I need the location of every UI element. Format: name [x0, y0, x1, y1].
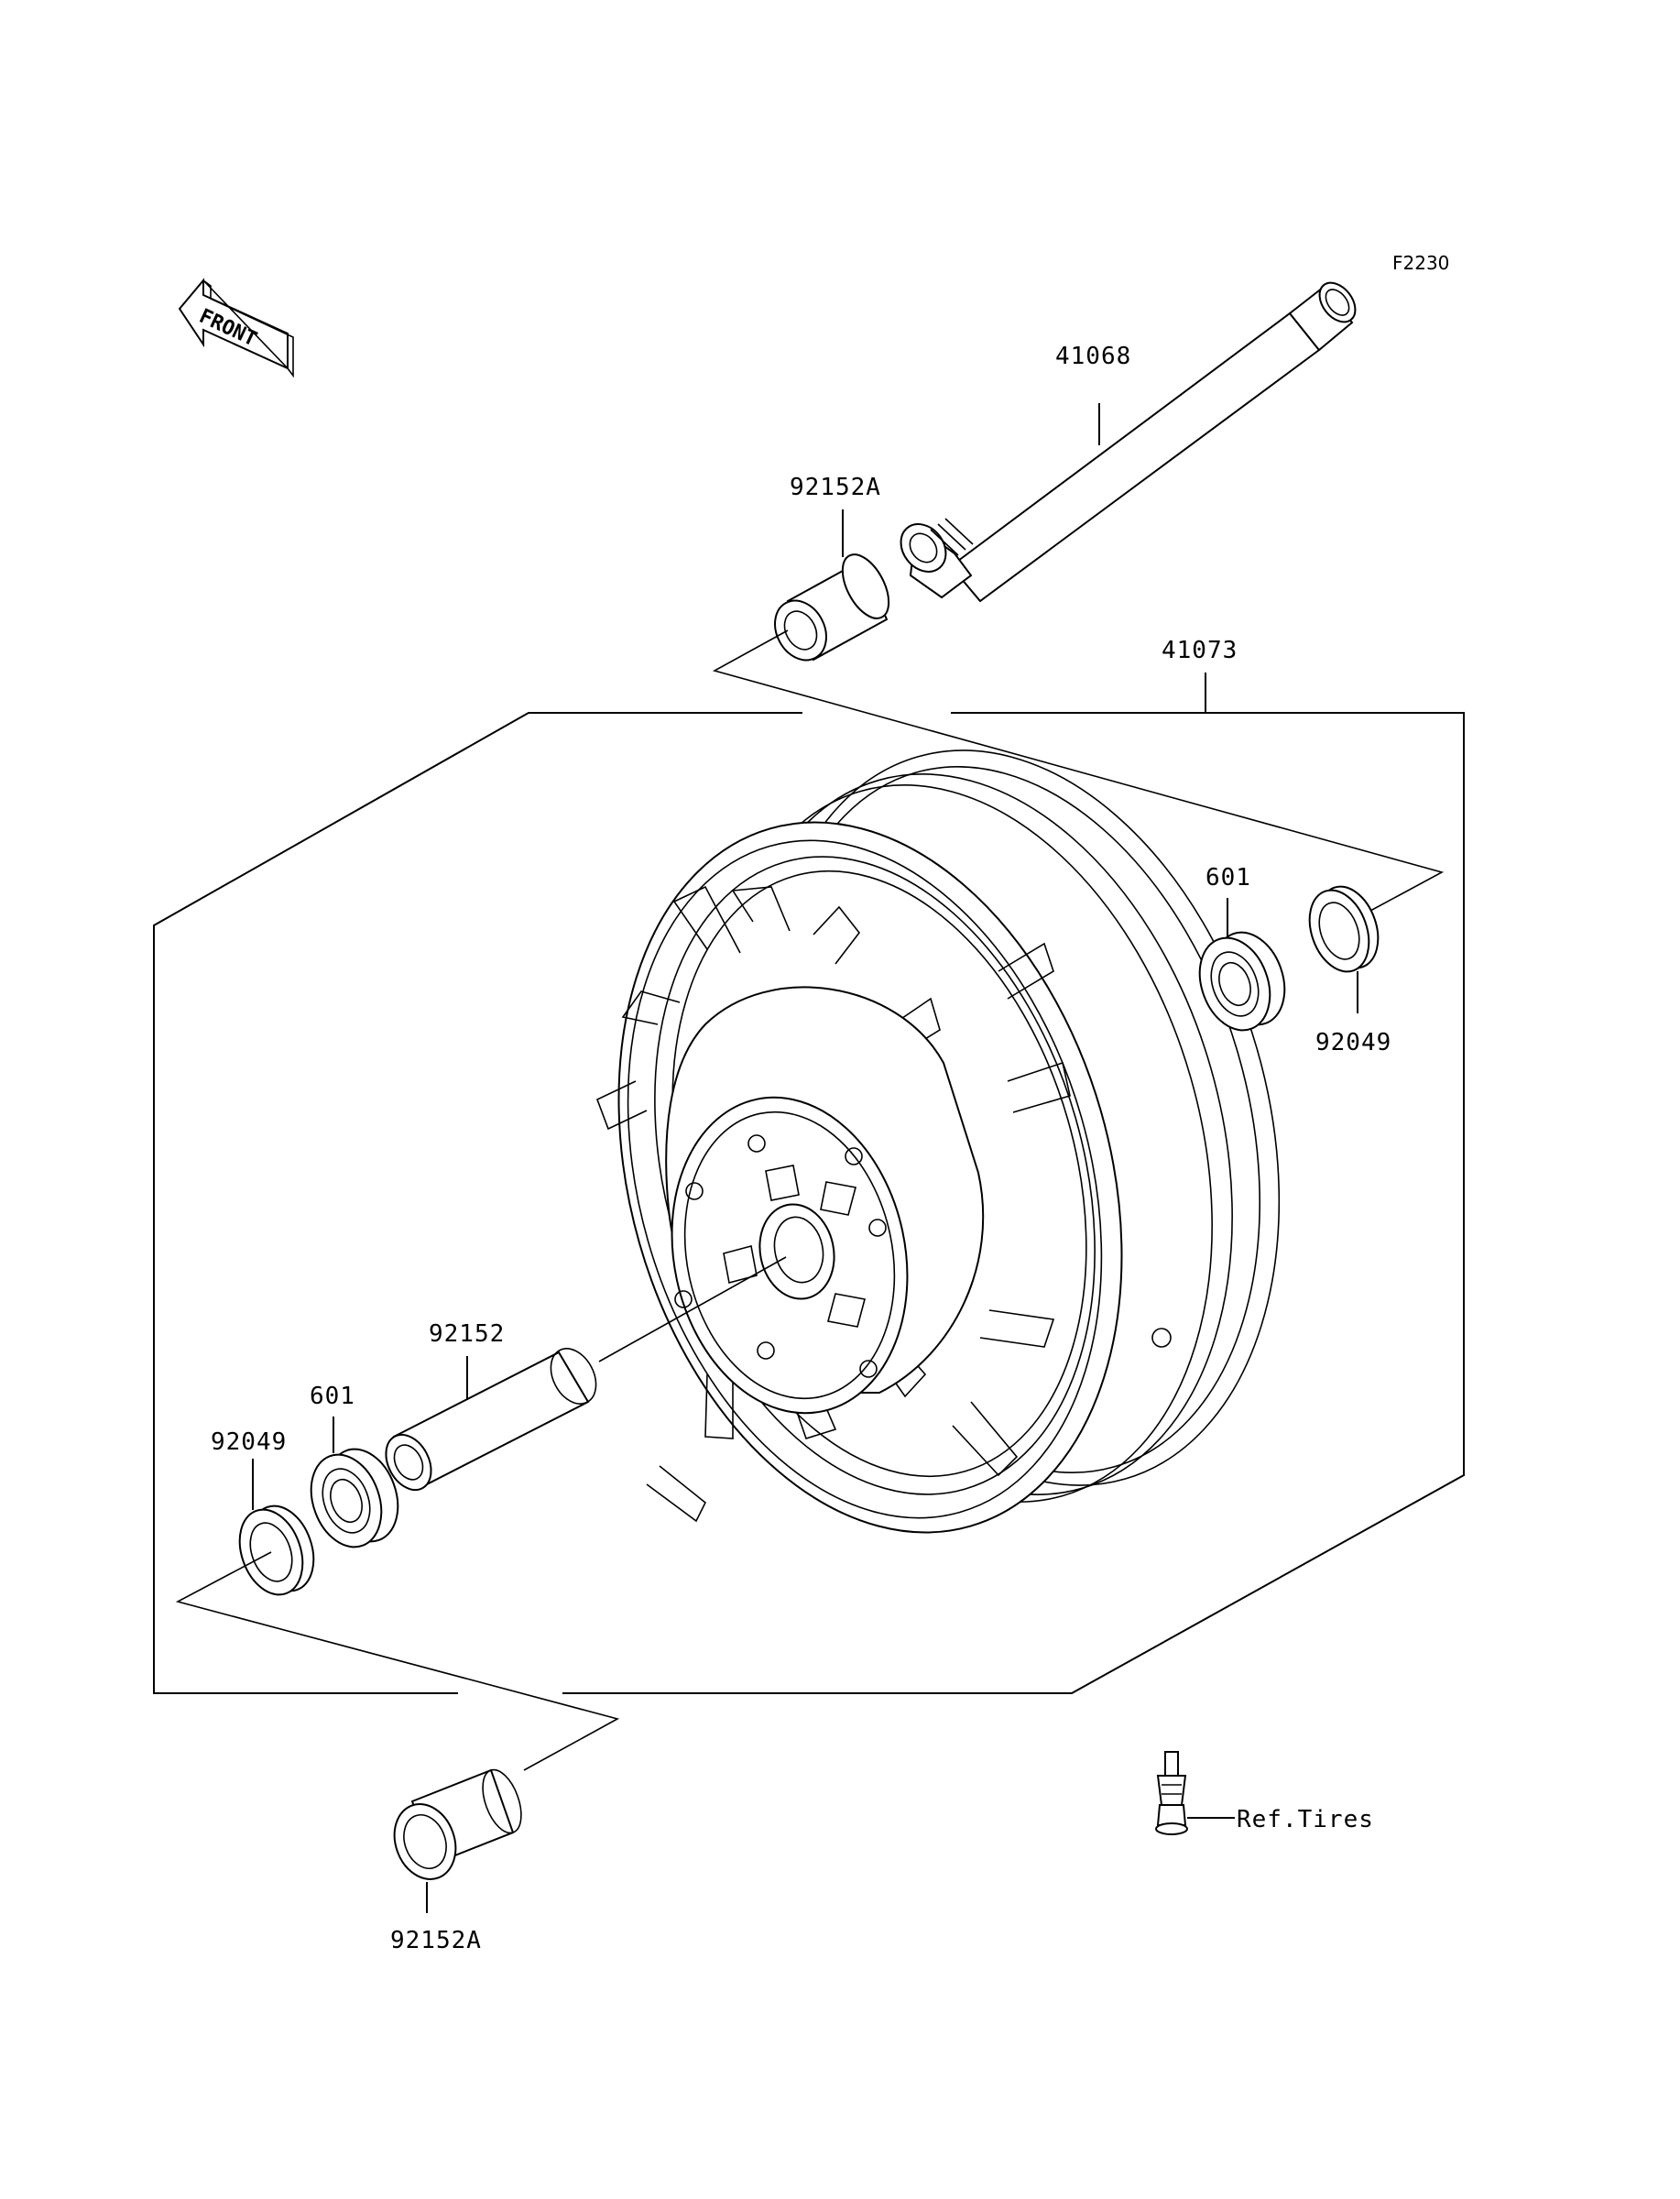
bearing-right-601 — [1198, 931, 1286, 1032]
front-arrow-icon: FRONT — [178, 278, 294, 378]
seal-right-92049 — [1308, 885, 1380, 973]
diagram-code: F2230 — [1392, 252, 1449, 274]
valve-stem-icon — [1155, 1751, 1188, 1835]
label-collar-long: 92152 — [429, 1320, 505, 1348]
hub-axis-line — [598, 1256, 787, 1362]
label-bearing-left: 601 — [310, 1383, 355, 1410]
collar-bottom-92152A — [393, 1768, 522, 1880]
wheel-assembly-frame — [153, 629, 1465, 1694]
label-seal-right: 92049 — [1315, 1029, 1391, 1056]
axis-guide-bottom — [175, 1551, 620, 1771]
collar-92152 — [385, 1348, 597, 1492]
axle-41068 — [900, 281, 1357, 603]
label-collar-top: 92152A — [790, 474, 881, 501]
label-seal-left: 92049 — [211, 1428, 287, 1456]
seal-left-92049 — [238, 1504, 315, 1596]
bearing-left-601 — [310, 1448, 399, 1548]
label-wheel: 41073 — [1162, 637, 1238, 664]
label-axle: 41068 — [1055, 343, 1131, 370]
wheel-hub — [665, 986, 1172, 1415]
label-collar-bottom: 92152A — [390, 1927, 482, 1954]
collar-top-92152A — [774, 553, 890, 662]
label-bearing-right: 601 — [1205, 864, 1251, 892]
label-valve-ref: Ref.Tires — [1237, 1806, 1374, 1833]
